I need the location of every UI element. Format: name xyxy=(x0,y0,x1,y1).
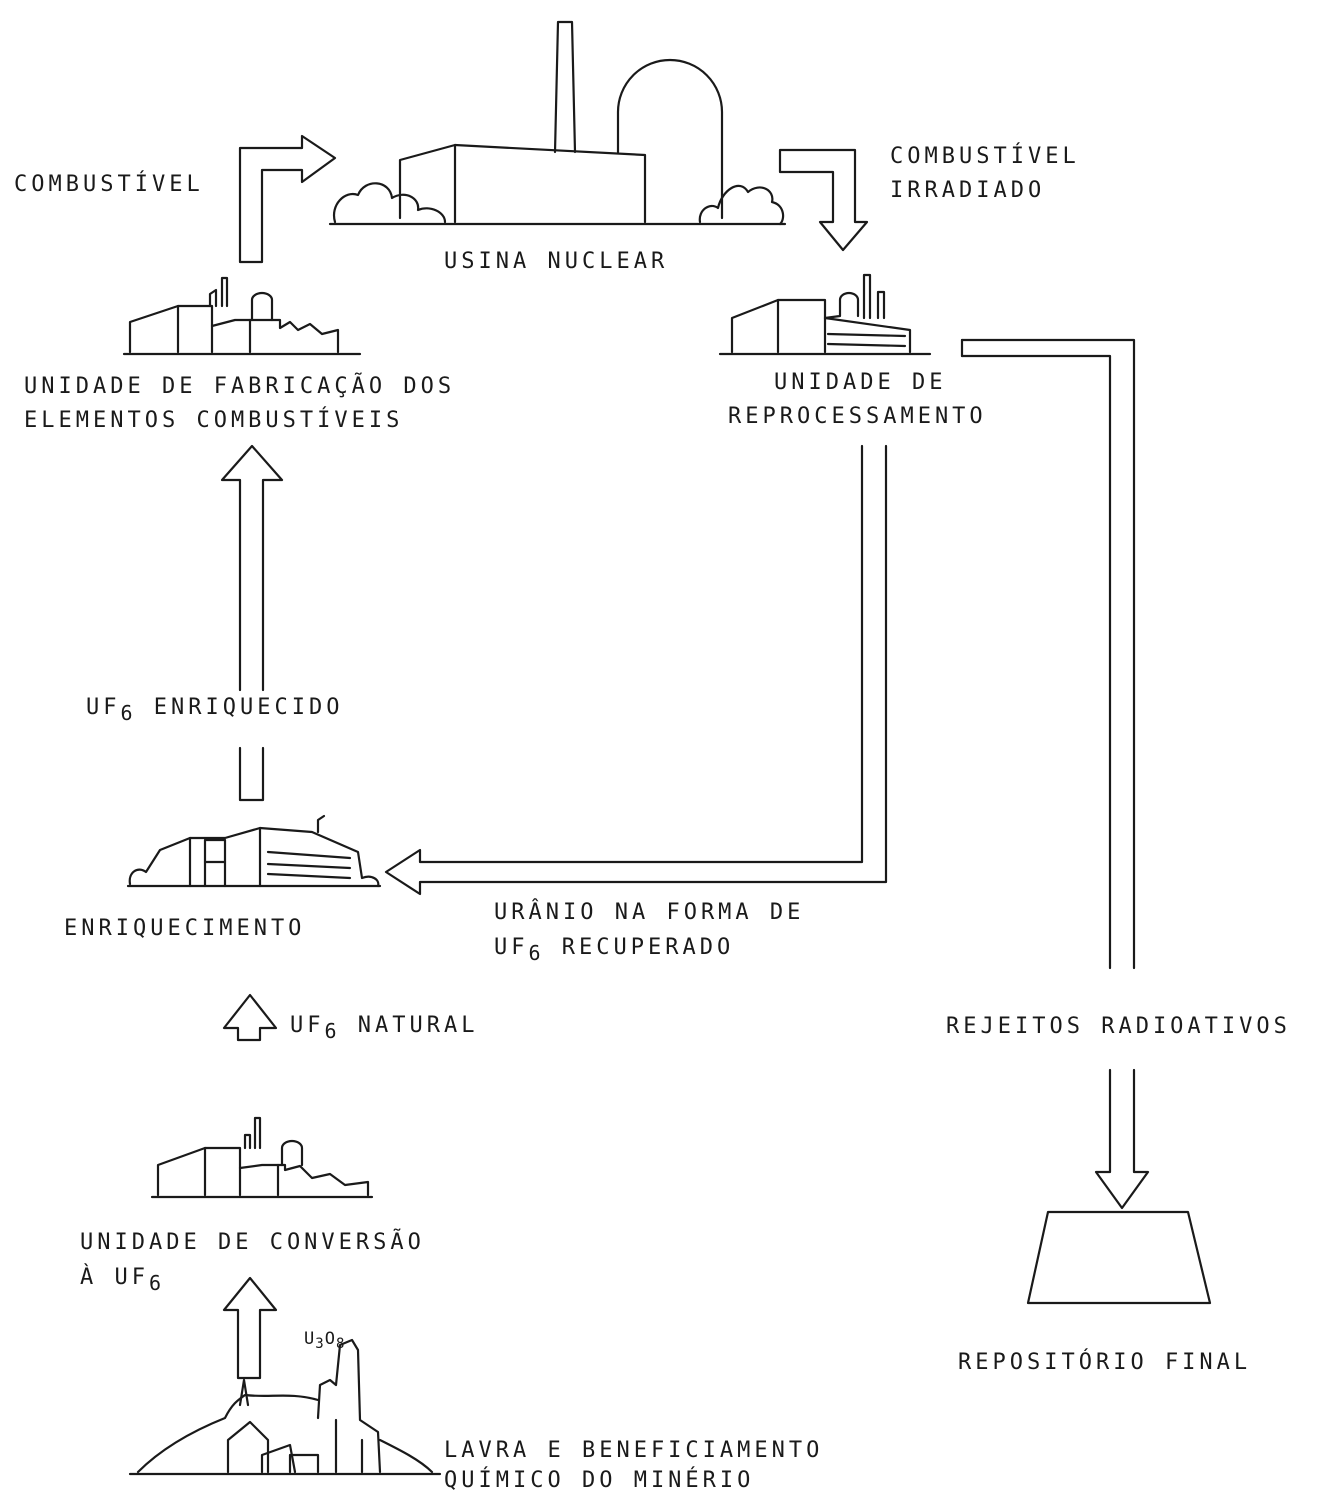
conversion-label-line2: À UF6 xyxy=(80,1260,165,1295)
fabrication-label-line1: UNIDADE DE FABRICAÇÃO DOS xyxy=(24,370,455,404)
recovered-uranium-arrow xyxy=(386,446,886,894)
conversion-factory-icon xyxy=(152,1118,372,1197)
nuclear-plant-icon xyxy=(330,22,785,224)
nuclear-plant-label: USINA NUCLEAR xyxy=(444,245,668,279)
u3o8-arrow xyxy=(224,1278,276,1378)
u3o8-label: U3O8 xyxy=(304,1322,345,1357)
enriched-uf6-arrow xyxy=(222,446,282,800)
radioactive-waste-label: REJEITOS RADIOATIVOS xyxy=(946,1010,1291,1044)
conversion-label-line1: UNIDADE DE CONVERSÃO xyxy=(80,1226,425,1260)
recovered-uranium-label-line1: URÂNIO NA FORMA DE xyxy=(494,896,804,930)
fabrication-label-line2: ELEMENTOS COMBUSTÍVEIS xyxy=(24,404,403,438)
irradiated-fuel-label-line2: IRRADIADO xyxy=(890,174,1045,208)
reprocessing-label-line1: UNIDADE DE xyxy=(774,366,946,400)
reprocessing-factory-icon xyxy=(720,275,930,354)
natural-uf6-arrow xyxy=(224,995,276,1040)
mine-icon xyxy=(130,1340,440,1474)
irradiated-fuel-arrow xyxy=(780,150,867,250)
enrichment-label: ENRIQUECIMENTO xyxy=(64,912,305,946)
irradiated-fuel-label-line1: COMBUSTÍVEL xyxy=(890,140,1080,174)
waste-to-repository-arrow xyxy=(1096,1070,1148,1208)
waste-pipe xyxy=(962,340,1134,968)
mining-label-line1: LAVRA E BENEFICIAMENTO xyxy=(444,1434,823,1468)
repository-icon xyxy=(1028,1212,1210,1303)
fuel-label: COMBUSTÍVEL xyxy=(14,168,204,202)
fuel-arrow xyxy=(240,136,335,262)
mining-label-line2: QUÍMICO DO MINÉRIO xyxy=(444,1464,754,1498)
enrichment-building-icon xyxy=(128,816,380,886)
final-repository-label: REPOSITÓRIO FINAL xyxy=(958,1346,1251,1380)
fuel-fabrication-factory-icon xyxy=(124,278,360,354)
recovered-uranium-label-line2: UF6 RECUPERADO xyxy=(494,930,734,965)
natural-uf6-label: UF6 NATURAL xyxy=(290,1008,479,1043)
enriched-uf6-label: UF6 ENRIQUECIDO xyxy=(86,690,344,725)
reprocessing-label-line2: REPROCESSAMENTO xyxy=(728,400,987,434)
